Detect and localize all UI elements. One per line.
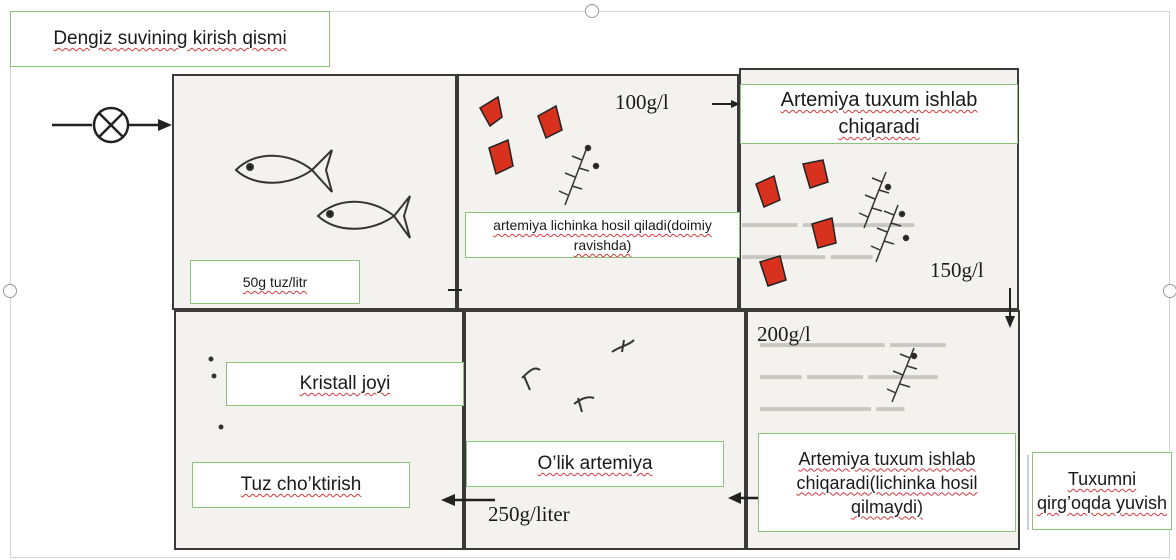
concentration-150: 150g/l <box>930 258 984 283</box>
label-salt-per-litre: 50g tuz/litr <box>190 260 360 304</box>
artemia-icon <box>812 218 836 248</box>
artemia-icon <box>756 176 780 207</box>
artemia-icon <box>803 160 828 188</box>
larva-icon <box>559 146 599 206</box>
label-eggs-no-larvae: Artemiya tuxum ishlab chiqaradi(lichinka… <box>758 433 1016 532</box>
label-wash-eggs-text: Tuxumni qirg’oqda yuvish <box>1033 467 1171 515</box>
concentration-250: 250g/liter <box>488 502 570 527</box>
arrow-icon <box>1005 316 1015 328</box>
label-salt-precipitation-text: Tuz cho’ktirish <box>241 474 362 496</box>
label-larvae-continuous-text: artemiya lichinka hosil qiladi(doimiy ra… <box>466 215 739 255</box>
arrow-icon <box>731 100 740 108</box>
larva-icon <box>887 348 917 402</box>
artemia-icon <box>480 97 502 126</box>
label-sea-inlet-text: Dengiz suvining kirish qismi <box>53 27 286 51</box>
label-crystal-place-text: Kristall joyi <box>300 373 391 395</box>
label-salt-precipitation: Tuz cho’ktirish <box>192 462 410 508</box>
label-salt-per-litre-text: 50g tuz/litr <box>243 274 308 290</box>
arrow-icon <box>158 119 172 131</box>
label-dead-artemia: O’lik artemiya <box>466 441 724 487</box>
artemia-icon <box>538 106 562 138</box>
label-eggs-produced-top: Artemiya tuxum ishlab chiqaradi <box>740 84 1018 144</box>
label-crystal-place: Kristall joyi <box>226 362 464 406</box>
label-dead-artemia-text: O’lik artemiya <box>537 453 652 475</box>
artemia-icon <box>489 140 513 174</box>
fish-icon <box>236 150 332 192</box>
label-eggs-no-larvae-text: Artemiya tuxum ishlab chiqaradi(lichinka… <box>759 447 1015 519</box>
valve-icon <box>94 108 128 142</box>
fish-icon <box>318 196 410 238</box>
concentration-200: 200g/l <box>757 322 811 347</box>
arrow-icon <box>728 492 741 504</box>
artemia-icon <box>760 256 786 286</box>
crystal-dots <box>209 357 224 430</box>
label-larvae-continuous: artemiya lichinka hosil qiladi(doimiy ra… <box>465 212 740 258</box>
label-wash-eggs: Tuxumni qirg’oqda yuvish <box>1032 452 1172 530</box>
arrow-icon <box>441 494 455 506</box>
larva-icon <box>859 172 891 228</box>
concentration-100: 100g/l <box>615 90 669 115</box>
larva-icon <box>871 205 909 262</box>
label-eggs-produced-top-text: Artemiya tuxum ishlab chiqaradi <box>741 87 1017 141</box>
label-sea-inlet: Dengiz suvining kirish qismi <box>10 11 330 67</box>
dead-artemia-icon <box>522 340 634 412</box>
